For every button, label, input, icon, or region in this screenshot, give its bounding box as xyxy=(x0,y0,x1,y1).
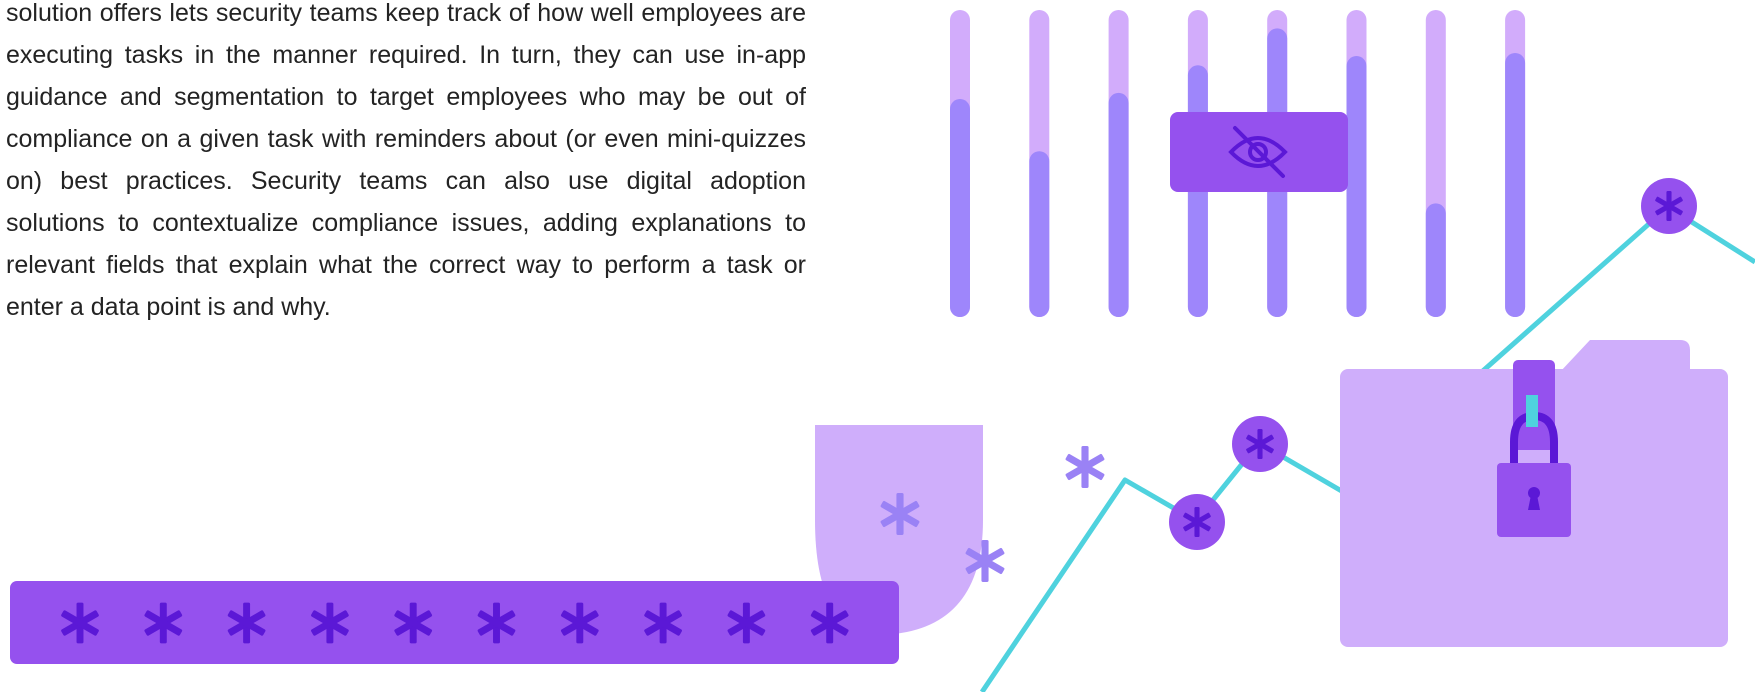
trend-node xyxy=(1641,178,1697,234)
password-field xyxy=(10,581,899,664)
progress-bar xyxy=(1346,10,1367,318)
trend-node xyxy=(1169,494,1225,550)
progress-bar xyxy=(1029,10,1050,317)
body-paragraph: solution offers lets security teams keep… xyxy=(6,0,806,321)
asterisk-icon xyxy=(1065,446,1105,488)
progress-bar xyxy=(1505,10,1526,317)
progress-bar xyxy=(1425,10,1446,317)
progress-bars xyxy=(950,10,1526,318)
hidden-eye-icon xyxy=(1228,126,1288,178)
progress-bar xyxy=(1108,10,1129,317)
padlock-icon xyxy=(1497,360,1571,537)
progress-bar xyxy=(950,10,970,317)
trend-node xyxy=(1232,416,1288,472)
hidden-eye-badge xyxy=(1170,112,1348,192)
